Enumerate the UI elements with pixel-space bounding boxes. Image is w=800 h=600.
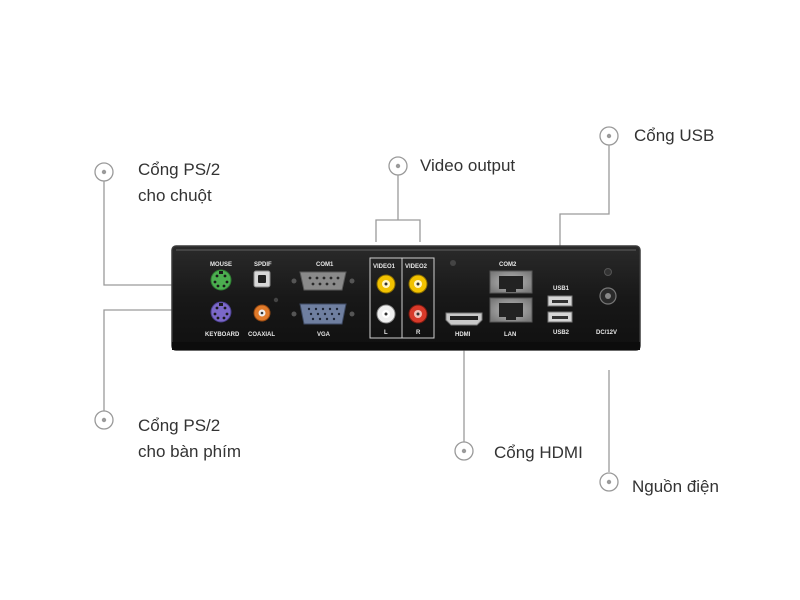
spdif-port-label: SPDIF: [254, 262, 272, 268]
vga-port-label: VGA: [317, 332, 331, 338]
keyboard-port-label: KEYBOARD: [205, 332, 240, 338]
usb1-port-label: USB1: [553, 286, 570, 292]
usb-callout-line: [559, 145, 610, 268]
video2-port-label: VIDEO2: [405, 264, 428, 270]
vga-port: VGA: [291, 303, 355, 338]
usb-callout: Cổng USB: [634, 126, 715, 145]
mouse-port-label: MOUSE: [210, 262, 232, 268]
lan-port-label: LAN: [504, 332, 516, 338]
keyboard-callout-line: [103, 309, 200, 420]
audio-right-rca-red: [408, 304, 428, 324]
audio-left-rca-white: [376, 304, 396, 324]
ps2-mouse-callout-line2: cho chuột: [138, 186, 212, 205]
ps2-keyboard-callout: Cổng PS/2 cho bàn phím: [138, 413, 241, 465]
ps2-mouse-callout-line1: Cổng PS/2: [138, 160, 221, 179]
hdmi-callout-marker: [454, 441, 474, 461]
video1-port-label: VIDEO1: [373, 264, 396, 270]
hdmi-callout: Cổng HDMI: [494, 443, 583, 462]
ps2-mouse-callout: Cổng PS/2 cho chuột: [138, 157, 220, 209]
usb-callout-marker: [599, 126, 619, 146]
mouse-ps2-port: MOUSE: [210, 262, 232, 291]
power-callout-marker: [599, 472, 619, 492]
com1-port-label: COM1: [316, 262, 334, 268]
usb-ports: USB1 USB2: [547, 286, 573, 336]
video-output-block: VIDEO1 VIDEO2 L R: [369, 257, 435, 339]
ps2-keyboard-callout-line2: cho bàn phím: [138, 442, 242, 461]
video-output-callout: Video output: [420, 156, 516, 175]
hdmi-port: HDMI: [445, 312, 483, 338]
video2-rca-yellow: [408, 274, 428, 294]
audio-right-label: R: [416, 330, 421, 336]
spdif-port: SPDIF: [253, 262, 272, 288]
hdmi-port-label: HDMI: [455, 332, 471, 338]
keyboard-callout-marker: [94, 410, 114, 430]
video1-rca-yellow: [376, 274, 396, 294]
video-callout-line: [375, 166, 421, 242]
video-callout-marker: [388, 156, 408, 176]
com2-port: COM2: [489, 262, 533, 294]
lan-port: LAN: [489, 297, 533, 338]
dc-power-port: DC/12V: [596, 268, 617, 336]
usb2-port-label: USB2: [553, 330, 570, 336]
callout-markers: [94, 126, 619, 492]
coaxial-port: COAXIAL: [248, 304, 275, 338]
ps2-keyboard-callout-line1: Cổng PS/2: [138, 416, 221, 435]
coaxial-port-label: COAXIAL: [248, 332, 275, 338]
dc-port-label: DC/12V: [596, 330, 617, 336]
mouse-callout-line: [103, 180, 200, 286]
power-callout: Nguồn điện: [632, 477, 719, 496]
com1-port: COM1: [291, 262, 355, 291]
mouse-callout-marker: [94, 162, 114, 182]
com2-port-label: COM2: [499, 262, 517, 268]
keyboard-ps2-port: KEYBOARD: [205, 301, 240, 338]
panel-screws: [273, 260, 456, 303]
audio-left-label: L: [384, 330, 388, 336]
